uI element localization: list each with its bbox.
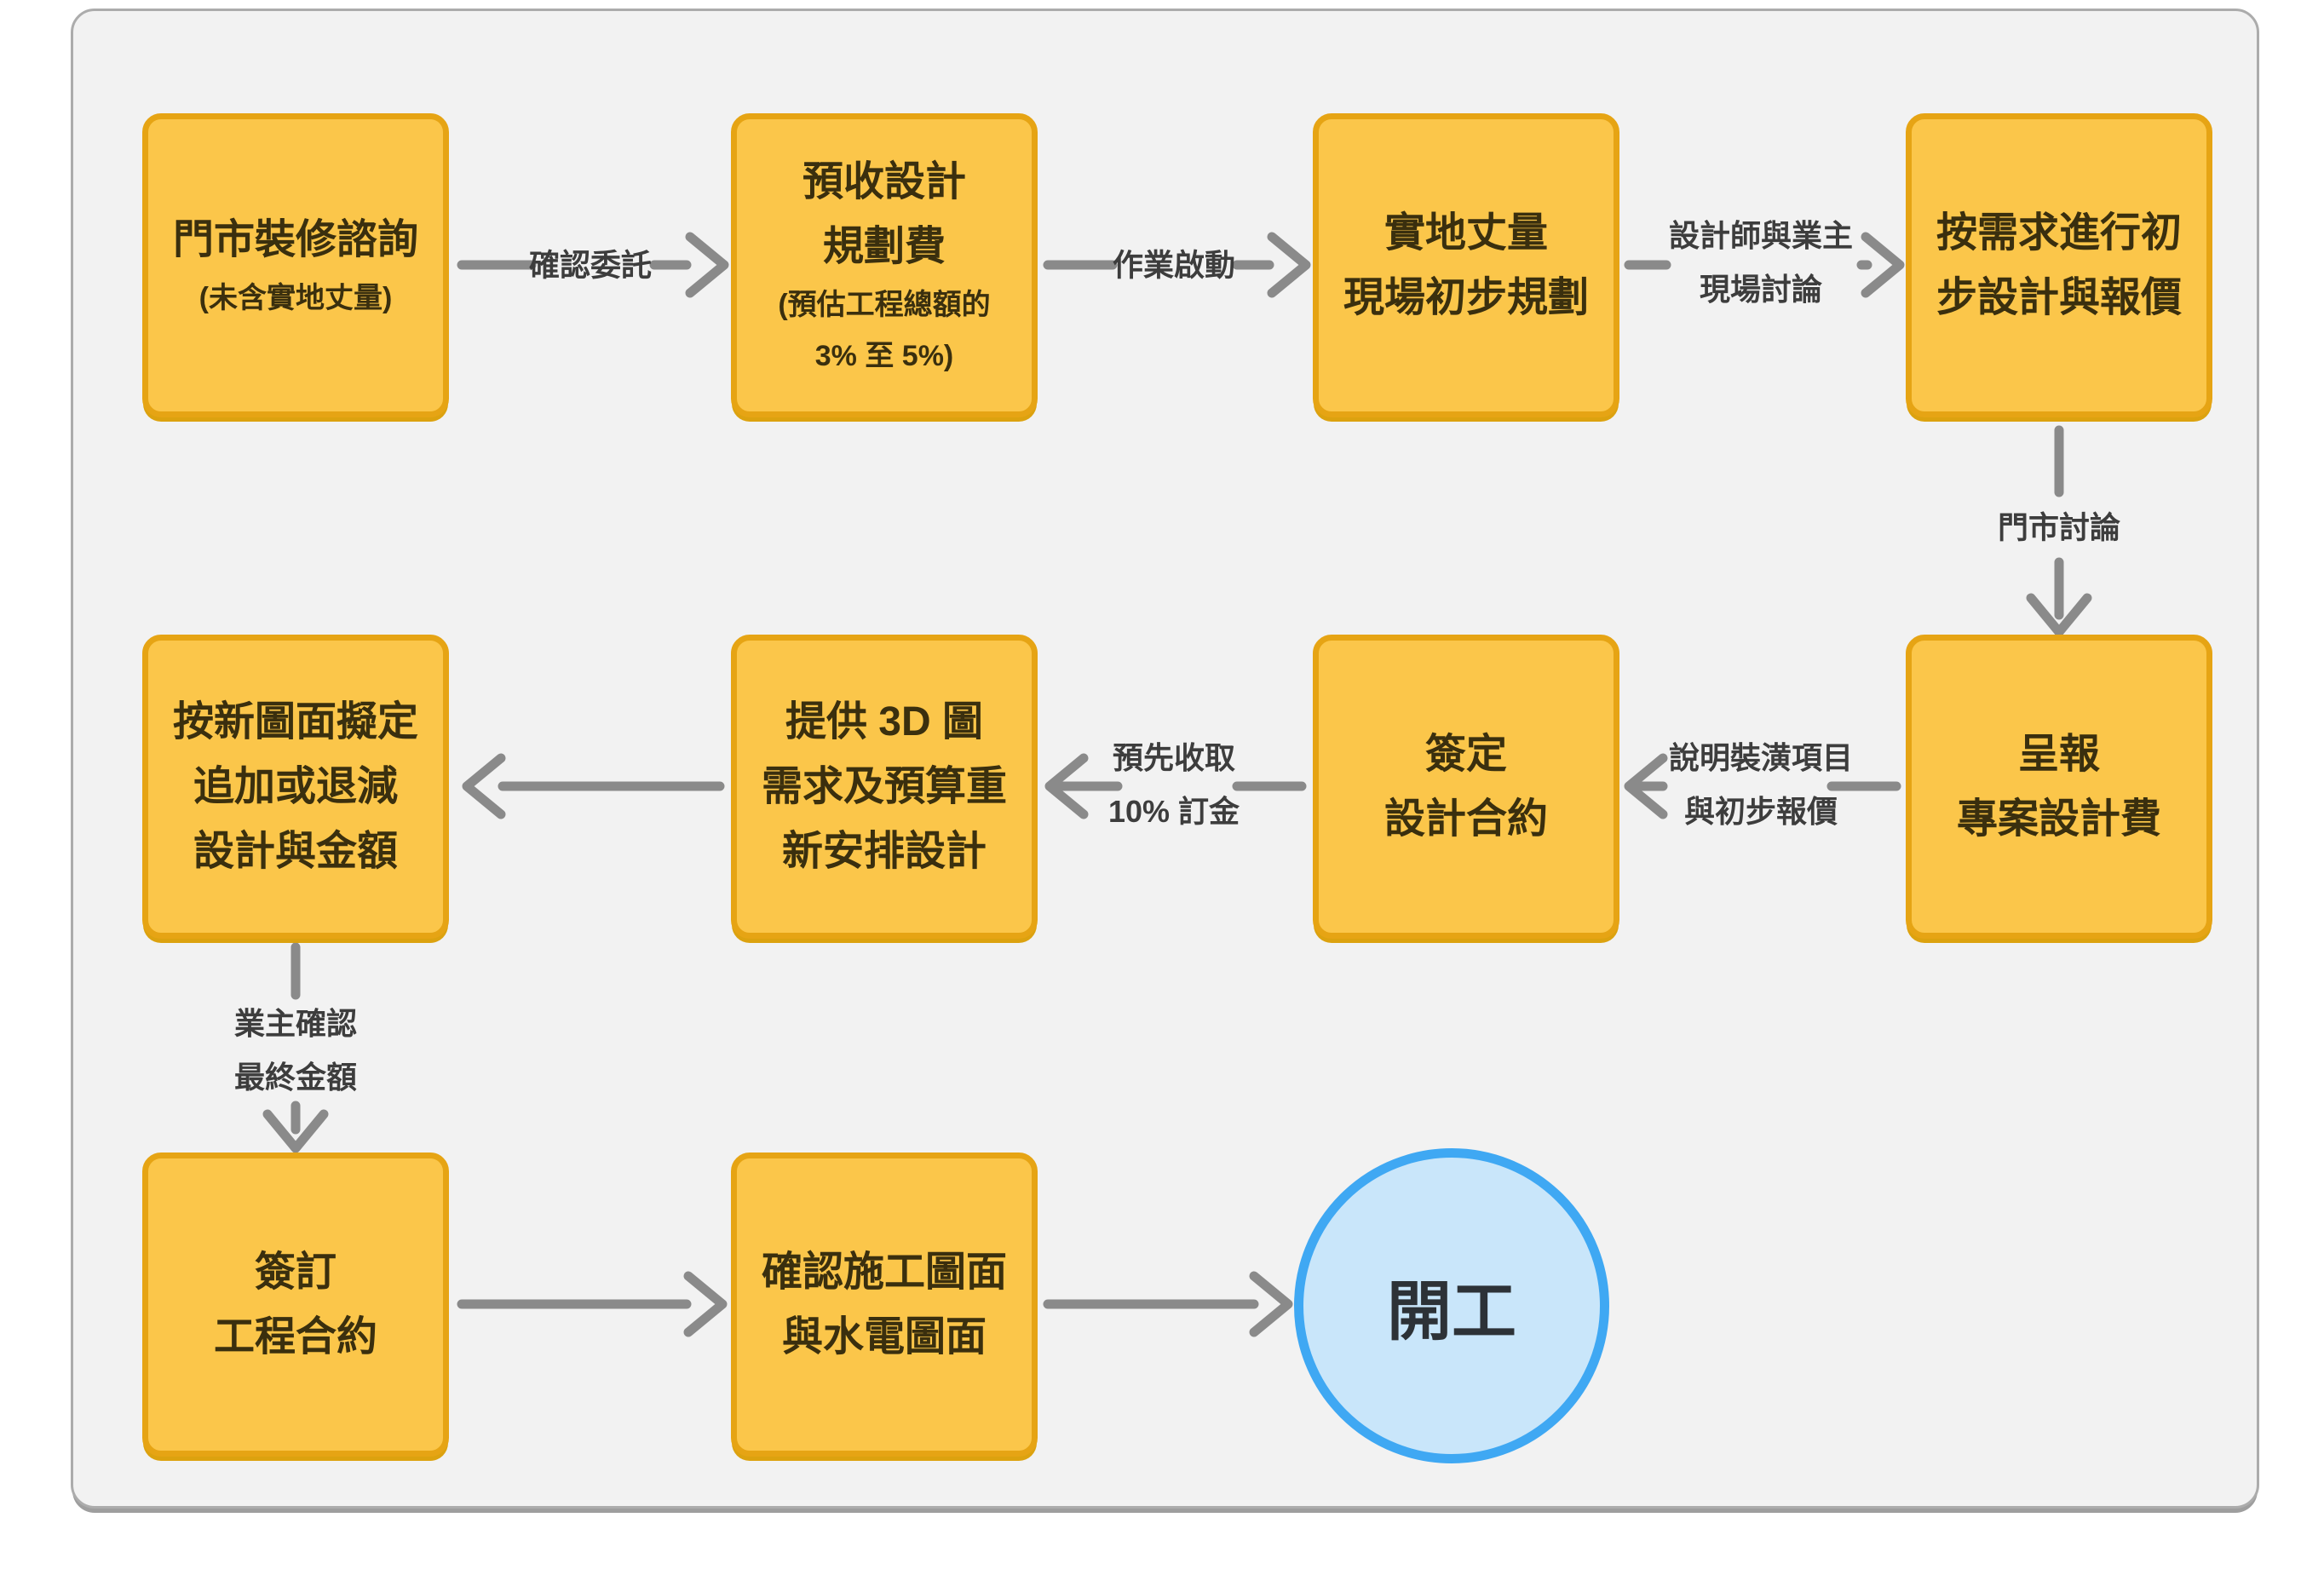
edge-label-owner-confirm: 業主確認 最終金額 [233,1006,358,1095]
node-text: 提供 3D 圖 [785,698,984,744]
node-revise-amount: 按新圖面擬定 追加或退減 設計與金額 [142,635,449,939]
edge-label-operation-start: 作業啟動 [1112,247,1236,283]
node-site-survey: 實地丈量 現場初步規劃 [1313,113,1619,417]
node-3d-redesign: 提供 3D 圖 需求及預算重 新安排設計 [731,635,1038,939]
node-text: 按新圖面擬定 [172,698,418,744]
node-text: 門市裝修諮詢 [172,216,418,262]
node-text: 呈報 [2017,731,2100,777]
node-text: 現場初步規劃 [1343,274,1589,320]
edge-label-confirm-commission: 確認委託 [528,247,653,283]
node-text: 專案設計費 [1956,796,2161,842]
node-text: 按需求進行初 [1936,210,2182,256]
node-text: 設計與金額 [193,828,398,874]
node-text: 預收設計 [802,158,966,204]
node-store-consultation: 門市裝修諮詢 (未含實地丈量) [142,113,449,417]
node-subtext: 3% 至 5%) [814,339,954,372]
node-text: 確認施工圖面 [761,1249,1007,1295]
edge-label-explain-items: 說明裝潢項目 與初步報價 [1668,740,1854,829]
edge-label-deposit-10: 預先收取 10% 訂金 [1107,740,1240,829]
node-text: 工程合約 [213,1313,377,1359]
node-design-fee-prepay: 預收設計 規劃費 (預估工程總額的 3% 至 5%) [731,113,1038,417]
node-text: 與水電圖面 [781,1313,987,1359]
node-text: 實地丈量 [1383,210,1548,256]
node-project-design-fee: 呈報 專案設計費 [1906,635,2212,939]
node-construction-drawings: 確認施工圖面 與水電圖面 [731,1153,1038,1457]
node-text: 追加或退減 [193,763,398,809]
node-text: 簽訂 [254,1249,337,1295]
node-design-contract: 簽定 設計合約 [1313,635,1619,939]
node-text: 步設計與報價 [1936,274,2182,320]
edge-label-store-discussion: 門市討論 [1997,509,2121,545]
node-construction-contract: 簽訂 工程合約 [142,1153,449,1457]
node-text: 設計合約 [1383,796,1548,842]
node-text: 新安排設計 [781,828,987,874]
edge-label-onsite-discussion: 設計師與業主 現場討論 [1668,218,1854,307]
node-subtext: (未含實地丈量) [198,281,393,314]
node-start-construction: 開工 [1294,1148,1609,1463]
end-node-label: 開工 [1387,1276,1516,1348]
node-text: 需求及預算重 [761,763,1007,809]
node-text: 規劃費 [822,223,946,269]
node-subtext: (預估工程總額的 [778,288,991,321]
node-text: 簽定 [1424,731,1507,777]
node-initial-design-quote: 按需求進行初 步設計與報價 [1906,113,2212,417]
